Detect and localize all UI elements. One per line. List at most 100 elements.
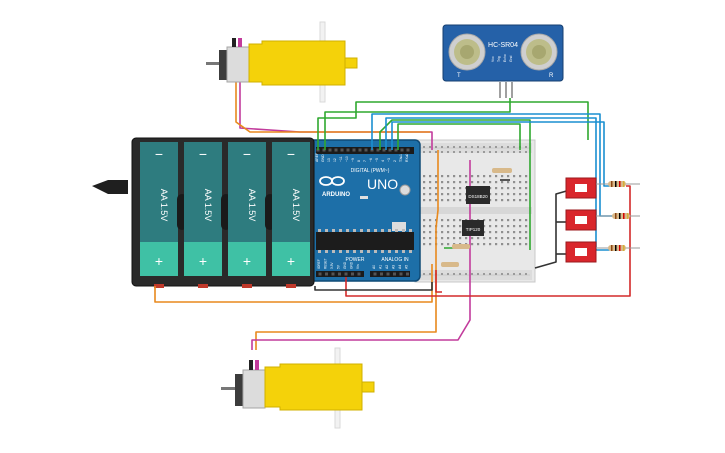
breadboard-rail-hole (507, 273, 509, 275)
breadboard-rail-hole (507, 146, 509, 148)
chip-lower-label: TIP120 (466, 227, 481, 232)
breadboard-hole (435, 193, 438, 196)
breadboard-hole (441, 231, 444, 234)
power-label: POWER (346, 257, 365, 263)
breadboard-rail-hole (495, 151, 497, 153)
breadboard-hole (423, 181, 426, 184)
power-pin-label: 3.3V (330, 262, 334, 269)
breadboard-hole (447, 181, 450, 184)
breadboard-hole (459, 219, 462, 222)
breadboard-hole (495, 187, 498, 190)
breadboard-hole (435, 175, 438, 178)
breadboard-hole (471, 237, 474, 240)
breadboard-hole (423, 193, 426, 196)
breadboard-hole (495, 181, 498, 184)
breadboard-hole (507, 243, 510, 246)
breadboard-rail-hole (501, 151, 503, 153)
breadboard-hole (525, 187, 528, 190)
breadboard-hole (447, 199, 450, 202)
breadboard-rail-hole (441, 273, 443, 275)
analog-pin-label: A0 (372, 265, 376, 269)
battery-pack: −+AA 1.5V−+AA 1.5V−+AA 1.5V−+AA 1.5V (92, 137, 315, 288)
breadboard-hole (429, 193, 432, 196)
breadboard-hole (519, 225, 522, 228)
breadboard-rail-hole (441, 146, 443, 148)
wire-green-1 (317, 101, 589, 150)
digital-pin-label: 8 (357, 160, 361, 162)
breadboard-hole (525, 219, 528, 222)
power-pin-socket (338, 272, 341, 276)
breadboard-hole (423, 175, 426, 178)
battery-minus-sign: − (243, 146, 251, 162)
battery-cell-label: AA 1.5V (203, 189, 213, 222)
breadboard-hole (423, 199, 426, 202)
breadboard-hole (453, 219, 456, 222)
digital-pin-socket (334, 148, 338, 152)
breadboard-hole (447, 219, 450, 222)
breadboard-hole (525, 225, 528, 228)
breadboard-hole (513, 187, 516, 190)
chip-leg (367, 250, 370, 253)
digital-pin-label: RX◂0 (405, 154, 409, 162)
breadboard-hole (483, 175, 486, 178)
breadboard-hole (513, 231, 516, 234)
battery-cell-body (228, 142, 266, 242)
breadboard-hole (501, 193, 504, 196)
breadboard-hole (471, 175, 474, 178)
chip-upper: DS18B20 (466, 186, 490, 204)
digital-pin-socket (328, 148, 332, 152)
breadboard-hole (525, 193, 528, 196)
chip-leg (374, 250, 377, 253)
push-button (565, 177, 640, 199)
chip-upper-label: DS18B20 (468, 194, 488, 199)
arduino-model: UNO (367, 176, 398, 192)
power-pin-socket (331, 272, 335, 276)
chip-leg (402, 250, 405, 253)
battery-cell-label: AA 1.5V (247, 189, 257, 222)
breadboard-hole (423, 237, 426, 240)
breadboard-rail-hole (465, 146, 467, 148)
chip-lower: TIP120 (462, 220, 484, 236)
power-pin-label: RESET (324, 258, 328, 269)
breadboard-hole (435, 199, 438, 202)
resistor-band (615, 213, 617, 219)
breadboard-hole (495, 199, 498, 202)
breadboard-rail-hole (453, 273, 455, 275)
breadboard-hole (477, 237, 480, 240)
breadboard-hole (441, 219, 444, 222)
digital-pin-socket (340, 148, 344, 152)
breadboard-rail-hole (435, 146, 437, 148)
resistor-band (623, 213, 625, 219)
battery-cell: −+AA 1.5V (272, 142, 310, 288)
motor-bottom (221, 347, 375, 429)
chip-leg (339, 250, 342, 253)
battery-minus-sign: − (155, 146, 163, 162)
breadboard-hole (483, 181, 486, 184)
breadboard-hole (489, 237, 492, 240)
breadboard-hole (453, 231, 456, 234)
breadboard-rail-hole (483, 273, 485, 275)
digital-pin-socket (388, 148, 392, 152)
digital-pin-socket (358, 148, 362, 152)
breadboard-hole (525, 243, 528, 246)
breadboard-rail-hole (477, 151, 479, 153)
battery-connector (92, 180, 128, 194)
breadboard-hole (507, 187, 510, 190)
breadboard-resistors (441, 168, 512, 267)
breadboard-hole (483, 237, 486, 240)
digital-pin-socket (322, 148, 326, 152)
battery-cell-label: AA 1.5V (291, 189, 301, 222)
breadboard-hole (459, 231, 462, 234)
analog-pin-socket (399, 272, 403, 276)
breadboard-hole (423, 225, 426, 228)
push-buttons (565, 177, 640, 263)
breadboard-hole (435, 181, 438, 184)
breadboard-hole (471, 181, 474, 184)
breadboard-hole (471, 243, 474, 246)
sensor-pin-label: Gnd (509, 55, 513, 62)
breadboard-rail-hole (483, 151, 485, 153)
breadboard-hole (459, 237, 462, 240)
breadboard-rail-hole (423, 273, 425, 275)
